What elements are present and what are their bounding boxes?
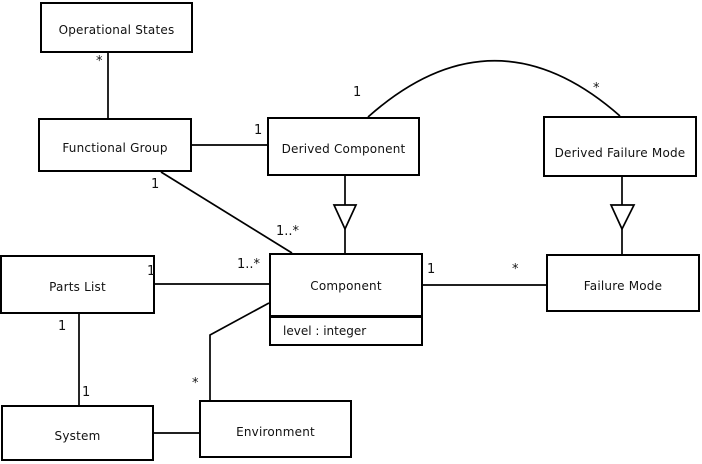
multiplicity-label-system: 1	[82, 385, 91, 400]
class-name-operational-states: Operational States	[58, 23, 175, 37]
class-box-component[interactable]: Component level : integer	[269, 253, 423, 346]
multiplicity-label-operationalstates: *	[96, 54, 103, 69]
multiplicity-label-arc-derivedcomponent: 1	[353, 85, 362, 100]
edge-derivedcomponent-derivedfailuremode-arc	[367, 59, 621, 118]
edge-component-environment	[209, 302, 270, 400]
class-box-operational-states[interactable]: Operational States	[40, 2, 193, 53]
edge-functionalgroup-component	[160, 171, 293, 254]
multiplicity-label-component-fm: 1	[427, 262, 436, 277]
class-box-environment[interactable]: Environment	[199, 400, 352, 458]
class-name-functional-group: Functional Group	[62, 140, 168, 155]
class-box-system[interactable]: System	[1, 405, 154, 461]
class-box-derived-component[interactable]: Derived Component	[267, 117, 420, 176]
class-attribute-level: level : integer	[271, 315, 421, 344]
class-box-parts-list[interactable]: Parts List	[0, 255, 155, 314]
multiplicity-label-environment: *	[192, 376, 199, 391]
class-box-derived-failure-mode[interactable]: Derived Failure Mode	[543, 116, 697, 177]
multiplicity-label-partslist: 1	[147, 264, 156, 279]
class-name-environment: Environment	[236, 424, 315, 439]
class-name-component: Component	[310, 279, 382, 293]
class-name-system: System	[54, 428, 101, 443]
generalization-triangle-icon	[609, 204, 636, 231]
generalization-triangle-icon	[332, 204, 358, 232]
class-box-functional-group[interactable]: Functional Group	[38, 118, 192, 172]
multiplicity-label-derivedcomponent: 1	[254, 123, 263, 138]
class-name-failure-mode: Failure Mode	[583, 278, 663, 293]
multiplicity-label-failuremode: *	[512, 262, 519, 277]
multiplicity-label-component-fg: 1..*	[276, 224, 300, 239]
multiplicity-label-partslist-system: 1	[58, 319, 67, 334]
multiplicity-label-functionalgroup: 1	[151, 177, 160, 192]
class-name-derived-failure-mode: Derived Failure Mode	[554, 145, 686, 160]
multiplicity-label-arc-derivedfailuremode: *	[593, 81, 600, 96]
multiplicity-label-component-parts: 1..*	[237, 257, 261, 272]
class-box-failure-mode[interactable]: Failure Mode	[546, 254, 700, 312]
class-name-derived-component: Derived Component	[281, 142, 406, 156]
class-name-parts-list: Parts List	[49, 280, 106, 294]
